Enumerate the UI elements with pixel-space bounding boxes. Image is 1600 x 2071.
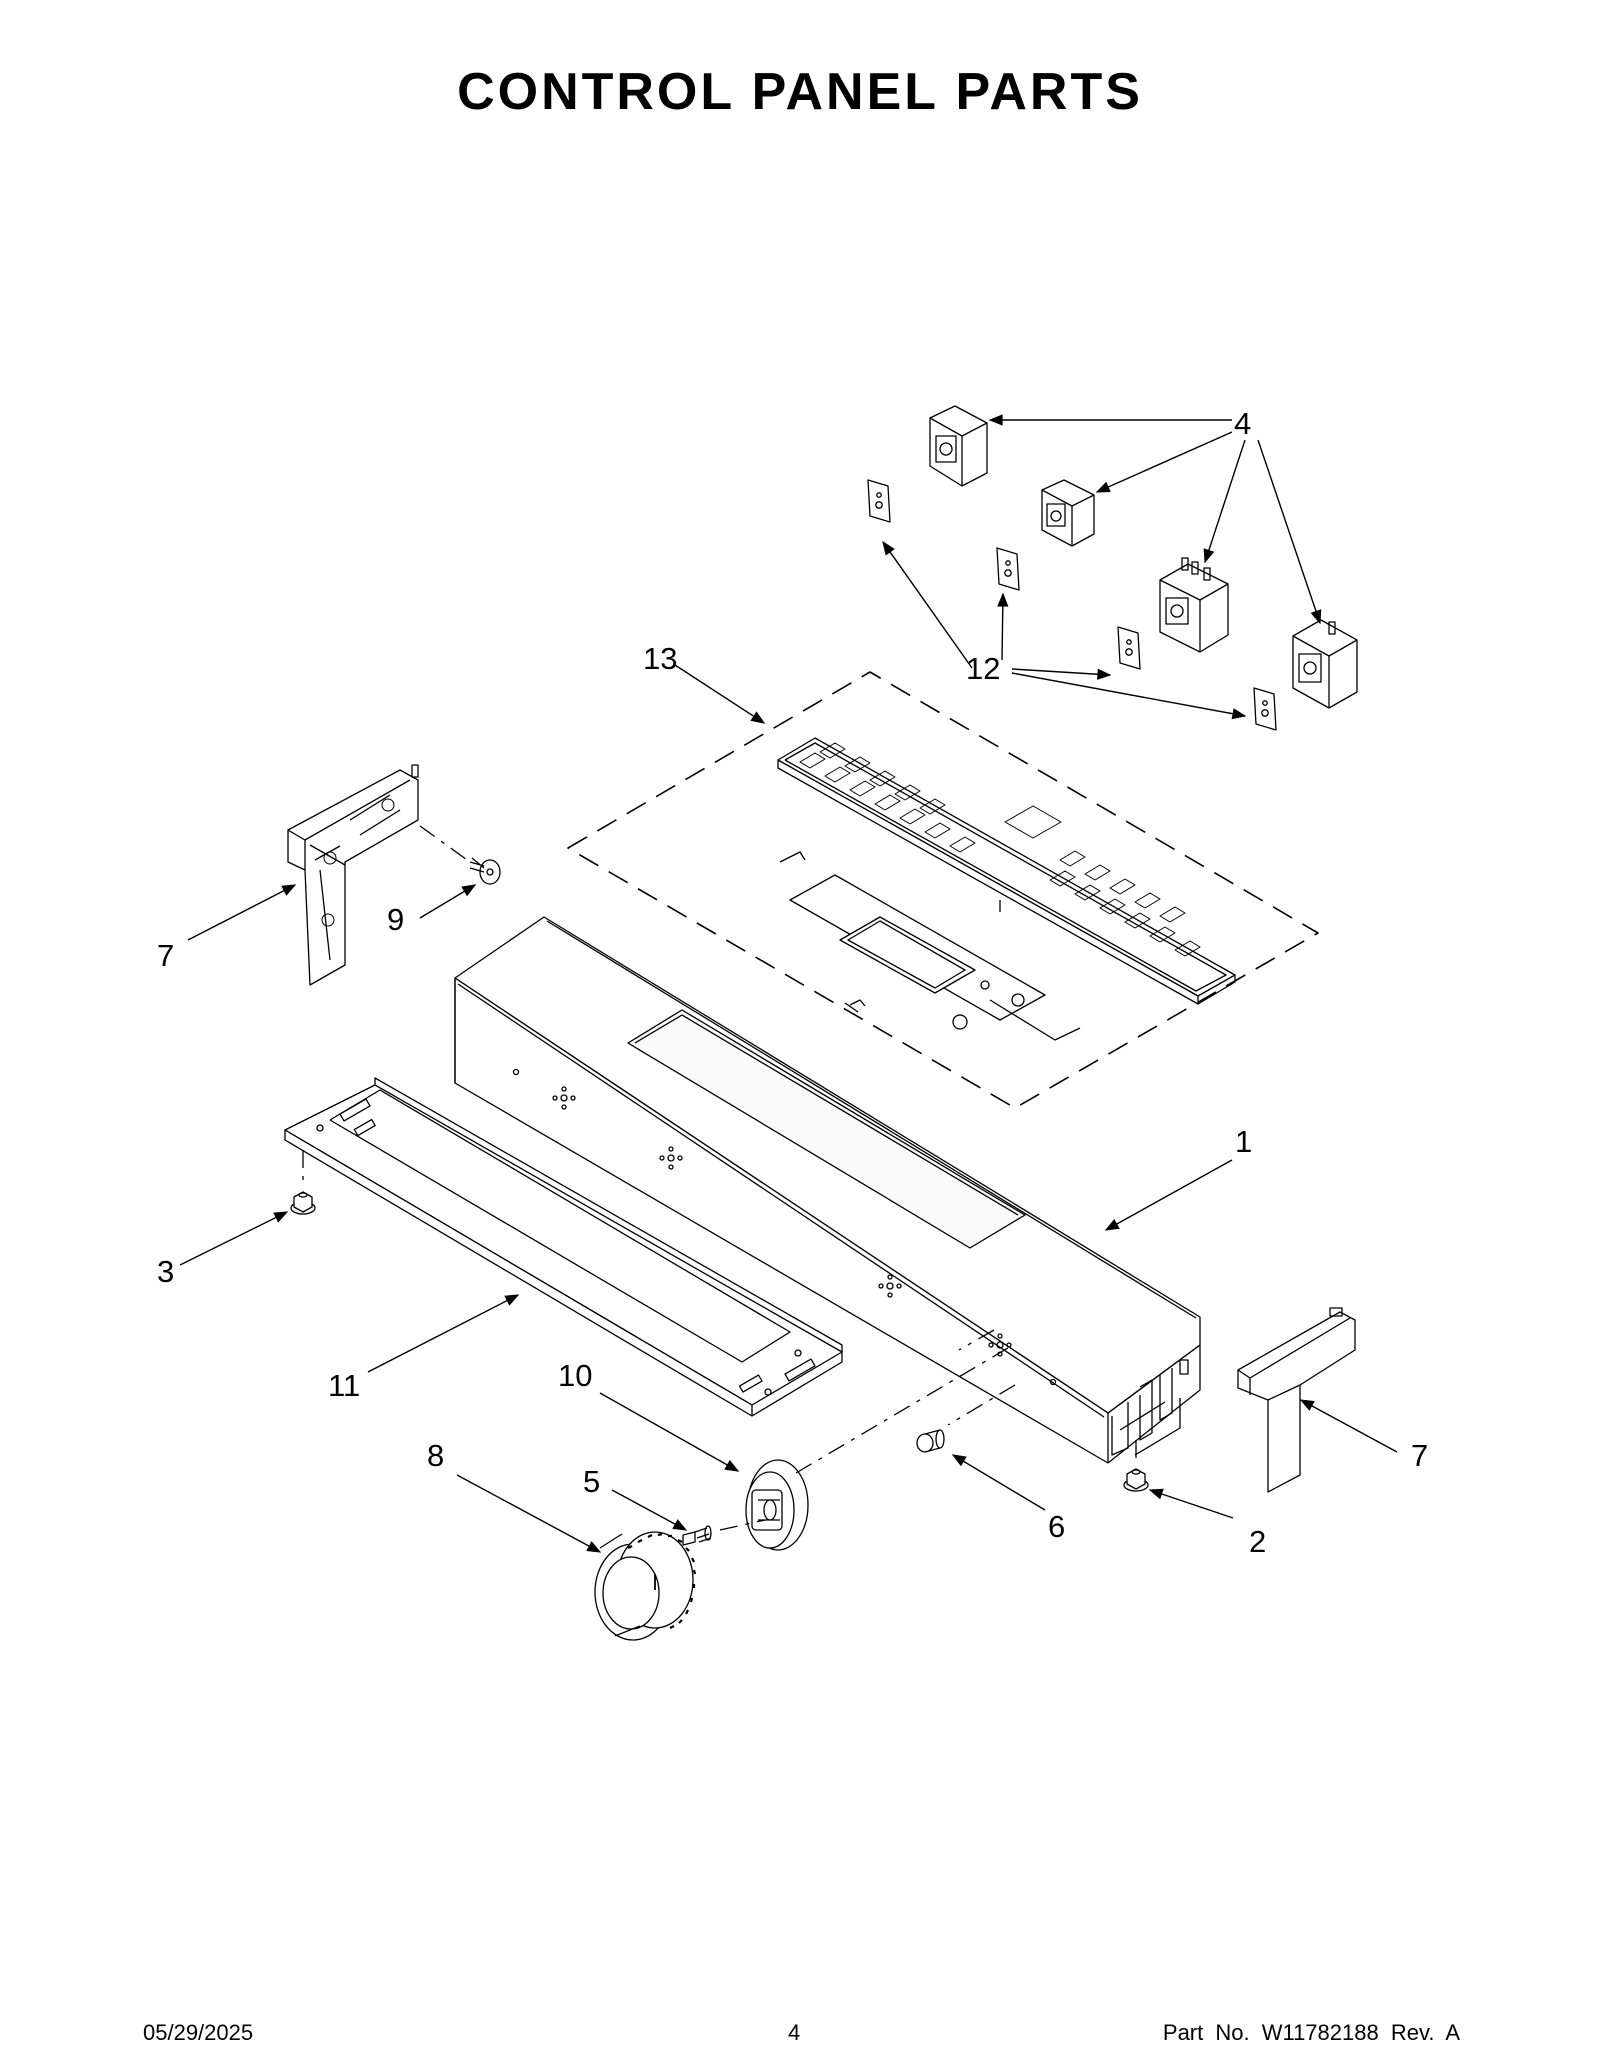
- leader-arrows: [179, 414, 1398, 1553]
- callout-7-right: 7: [1411, 1438, 1428, 1473]
- gaskets: [868, 480, 1276, 730]
- footer-page-number: 4: [788, 2020, 801, 2045]
- callout-13: 13: [643, 641, 677, 676]
- encoder-switches: [930, 406, 1357, 708]
- pin-6: [917, 1430, 944, 1452]
- callout-9: 9: [387, 902, 404, 937]
- callout-4: 4: [1234, 406, 1251, 441]
- side-bracket-left: [288, 765, 418, 985]
- footer-part-number: Part No. W11782188 Rev. A: [1162, 2020, 1460, 2045]
- control-board-assembly: [568, 672, 1318, 1108]
- callout-2: 2: [1249, 1524, 1266, 1559]
- callout-5: 5: [583, 1464, 600, 1499]
- foot-nut-right: [1124, 1469, 1148, 1491]
- bottom-tray: [285, 1078, 842, 1416]
- callout-6: 6: [1048, 1509, 1065, 1544]
- knob-base: [746, 1460, 808, 1550]
- foot-nut-left: [291, 1192, 315, 1214]
- callout-8: 8: [427, 1438, 444, 1473]
- callout-11: 11: [328, 1368, 360, 1403]
- knob: [595, 1532, 695, 1640]
- page-title: CONTROL PANEL PARTS: [457, 63, 1143, 121]
- callout-10: 10: [558, 1358, 592, 1393]
- callout-7-left: 7: [157, 938, 174, 973]
- footer-date: 05/29/2025: [143, 2020, 254, 2045]
- assembly-lines: [303, 826, 1136, 1530]
- callout-1: 1: [1235, 1124, 1252, 1159]
- callout-12: 12: [966, 651, 1000, 686]
- screw-9: [470, 858, 500, 884]
- screw-5: [683, 1526, 711, 1545]
- callout-3: 3: [157, 1254, 174, 1289]
- callout-labels: 1 2 3 4 5 6 7 7 8 9 10 11 12 13: [157, 406, 1428, 1559]
- side-bracket-right: [1238, 1308, 1355, 1492]
- control-panel-housing: [455, 917, 1200, 1463]
